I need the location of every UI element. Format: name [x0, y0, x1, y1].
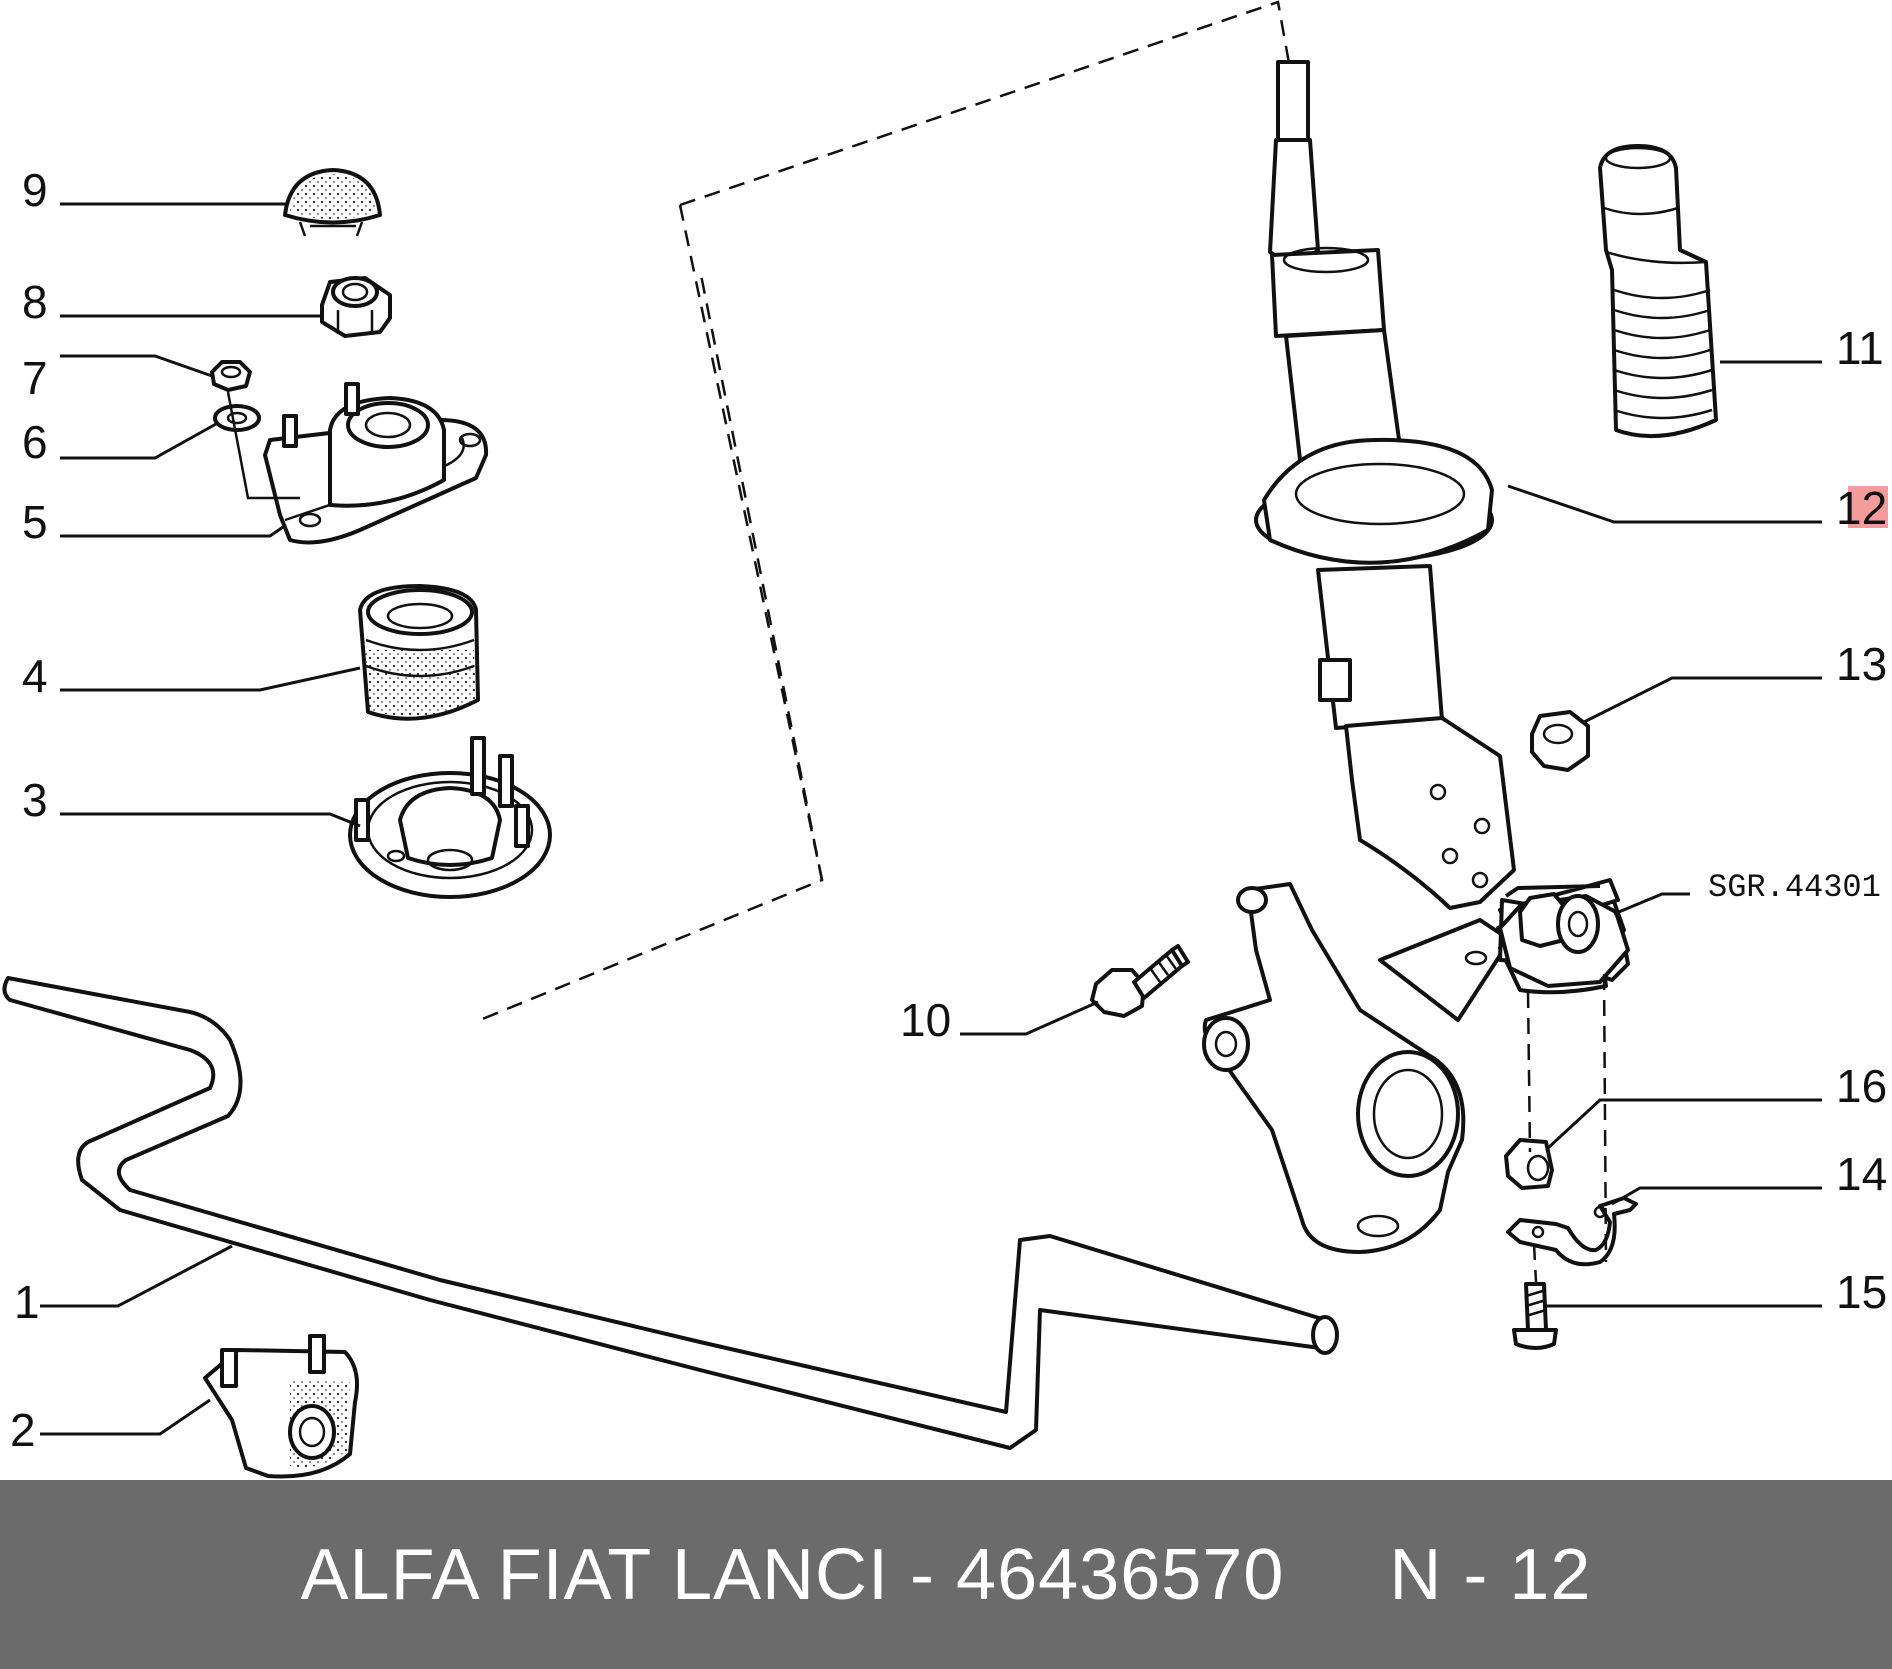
- callout-7: 7: [22, 352, 48, 404]
- centerline-bracket-left: [1526, 991, 1532, 1153]
- part-4-bump-stop: [358, 584, 480, 721]
- callout-4: 4: [22, 650, 48, 702]
- callout-13: 13: [1836, 638, 1887, 690]
- footer-bar: ALFA FIAT LANCI - 46436570 N - 12: [0, 1480, 1892, 1669]
- part-3-spring-seat: [348, 736, 552, 899]
- assembly-dashed-outline: [679, 0, 1294, 207]
- callout-6: 6: [22, 416, 48, 468]
- callout-16: 16: [1836, 1060, 1887, 1112]
- screw-threads: [1525, 1288, 1547, 1318]
- part-5-top-mount: [226, 382, 489, 545]
- centerline-screw: [1532, 1243, 1538, 1283]
- parts-diagram: 9 8 7 6 5 4 3 1 2 10 11 12 13 16 14 15 S…: [2, 0, 1888, 1479]
- part-14-clamp-bracket: [1506, 1196, 1638, 1267]
- callout-12: 12: [1836, 482, 1887, 534]
- callout-15: 15: [1836, 1266, 1887, 1318]
- part-number-caption: ALFA FIAT LANCI - 46436570 N - 12: [300, 1534, 1592, 1615]
- callout-12-highlight: [1848, 486, 1888, 528]
- part-6-washer: [213, 404, 261, 432]
- part-10-bolt: [1090, 944, 1190, 1018]
- arm-bushing-bracket: [1498, 892, 1630, 988]
- part-2-bar-bushing: [203, 1334, 359, 1479]
- drawing-code: SGR.44301: [1708, 869, 1881, 906]
- leader-lines: [40, 202, 1822, 1436]
- callout-11: 11: [1836, 322, 1884, 374]
- callout-labels: 9 8 7 6 5 4 3 1 2 10 11 12 13 16 14 15 S…: [10, 164, 1887, 1456]
- part-7-small-nut: [210, 360, 252, 392]
- part-8-flange-nut: [320, 276, 392, 338]
- callout-1: 1: [14, 1276, 40, 1328]
- bolt-threads: [1148, 954, 1178, 983]
- callout-9: 9: [22, 164, 48, 216]
- part-1-stabilizer-bar: [2, 976, 1339, 1450]
- callout-10: 10: [900, 994, 951, 1046]
- part-16-bushing: [1504, 1138, 1554, 1190]
- assembly-dashed-outline-right: [698, 269, 824, 881]
- callout-14: 14: [1836, 1148, 1887, 1200]
- assembly-dashed-outline-left: [479, 204, 824, 1022]
- dust-boot-ribs: [1603, 206, 1713, 420]
- centerline-bracket-right: [1602, 973, 1608, 1263]
- callout-3: 3: [22, 774, 48, 826]
- callout-2: 2: [10, 1404, 36, 1456]
- part-11-dust-boot: [1598, 144, 1718, 439]
- part-13-self-locking-nut: [1530, 710, 1590, 772]
- part-9-dust-cap: [283, 168, 382, 237]
- part-12-shock-absorber: [1254, 60, 1516, 910]
- callout-8: 8: [22, 276, 48, 328]
- part-15-screw: [1512, 1282, 1558, 1350]
- callout-5: 5: [22, 496, 48, 548]
